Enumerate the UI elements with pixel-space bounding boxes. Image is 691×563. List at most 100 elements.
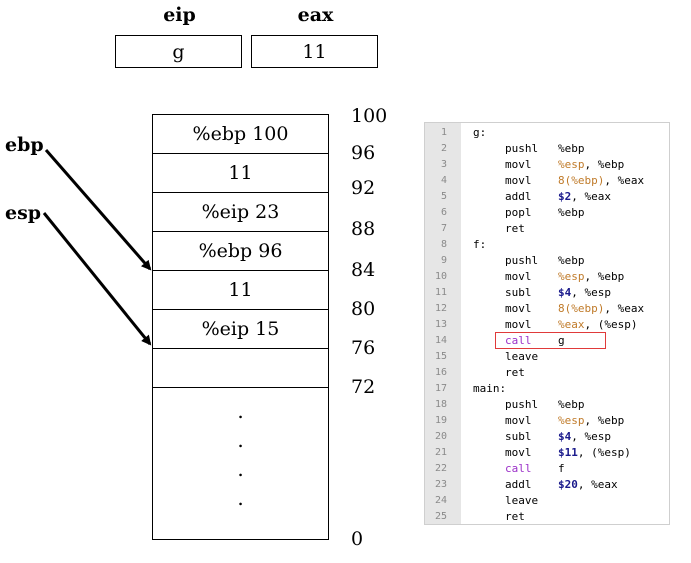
opcode: pushl <box>505 254 539 267</box>
line-number: 20 <box>434 431 447 442</box>
operand: , %eax <box>604 302 645 315</box>
code-instruction: subl $4, %esp <box>505 285 611 301</box>
eip-label: eip <box>163 4 196 26</box>
code-label: f: <box>473 238 487 251</box>
operand: , (%esp) <box>577 446 631 459</box>
code-instruction: addl $2, %eax <box>505 189 611 205</box>
operand: %ebp <box>558 398 585 411</box>
code-line: 9 pushl %ebp <box>425 253 669 269</box>
line-number: 10 <box>434 271 447 282</box>
address-label: 92 <box>351 177 376 199</box>
code-line: 21 movl $11, (%esp) <box>425 445 669 461</box>
code-instruction: movl 8(%ebp), %eax <box>505 301 644 317</box>
operand: , %ebp <box>584 414 625 427</box>
code-label: g: <box>473 126 487 139</box>
address-label: 100 <box>351 105 388 127</box>
stack-cell <box>153 349 328 388</box>
code-instruction: ret <box>505 221 525 237</box>
code-instruction: addl $20, %eax <box>505 477 618 493</box>
line-number: 13 <box>434 319 447 330</box>
code-line: 25 ret <box>425 509 669 525</box>
address-label: 72 <box>351 376 376 398</box>
operand: $20 <box>558 478 578 491</box>
line-number: 7 <box>440 223 447 234</box>
opcode: movl <box>505 174 532 187</box>
line-number: 6 <box>440 207 447 218</box>
operand: %ebp <box>558 206 585 219</box>
code-instruction: pushl %ebp <box>505 397 585 413</box>
line-number: 22 <box>434 463 447 474</box>
opcode: ret <box>505 222 525 235</box>
operand: %ebp <box>558 142 585 155</box>
code-instruction: movl $11, (%esp) <box>505 445 631 461</box>
code-line: 1 g: <box>425 125 669 141</box>
operand: %esp <box>558 158 585 171</box>
address-label: 0 <box>351 528 364 550</box>
line-number: 17 <box>434 383 447 394</box>
operand: $4 <box>558 430 572 443</box>
code-instruction: movl %esp, %ebp <box>505 157 624 173</box>
operand: (%ebp) <box>564 174 605 187</box>
line-number: 9 <box>440 255 447 266</box>
code-instruction: movl %eax, (%esp) <box>505 317 637 333</box>
ellipsis-dot: . <box>237 399 244 423</box>
opcode: movl <box>505 446 532 459</box>
code-instruction: popl %ebp <box>505 205 585 221</box>
code-line: 12 movl 8(%ebp), %eax <box>425 301 669 317</box>
operand: $11 <box>558 446 578 459</box>
operand: %esp <box>558 270 585 283</box>
code-line: 8 f: <box>425 237 669 253</box>
code-instruction: movl %esp, %ebp <box>505 269 624 285</box>
code-line: 13 movl %eax, (%esp) <box>425 317 669 333</box>
ebp-arrow <box>44 149 152 271</box>
opcode: movl <box>505 270 532 283</box>
ellipsis-dot: . <box>237 486 244 510</box>
line-number: 16 <box>434 367 447 378</box>
code-line: 10 movl %esp, %ebp <box>425 269 669 285</box>
code-instruction: ret <box>505 509 525 525</box>
code-line: 3 movl %esp, %ebp <box>425 157 669 173</box>
ellipsis-dot: . <box>237 428 244 452</box>
operand: g <box>558 334 565 347</box>
esp-pointer-label: esp <box>5 202 42 224</box>
operand: f <box>558 462 565 475</box>
call-g-highlight-box <box>495 332 606 349</box>
stack-frame-diagram: %ebp 100 11 %eip 23 %ebp 96 11 %eip 15 .… <box>152 114 329 540</box>
line-number: 25 <box>434 511 447 522</box>
line-number: 8 <box>440 239 447 250</box>
code-line: 19 movl %esp, %ebp <box>425 413 669 429</box>
line-number: 4 <box>440 175 447 186</box>
operand: , %esp <box>571 286 611 299</box>
line-number: 12 <box>434 303 447 314</box>
line-number: 19 <box>434 415 447 426</box>
code-instruction: movl %esp, %ebp <box>505 413 624 429</box>
code-instruction: ret <box>505 365 525 381</box>
address-label: 80 <box>351 298 376 320</box>
opcode: movl <box>505 414 532 427</box>
opcode: movl <box>505 302 532 315</box>
opcode: subl <box>505 286 532 299</box>
code-instruction: pushl %ebp <box>505 253 585 269</box>
stack-cell: 11 <box>153 154 328 193</box>
esp-arrow <box>42 212 152 346</box>
opcode: addl <box>505 190 532 203</box>
line-number: 2 <box>440 143 447 154</box>
line-number: 1 <box>440 127 447 138</box>
opcode: subl <box>505 430 532 443</box>
line-number: 21 <box>434 447 447 458</box>
operand: , %eax <box>577 478 618 491</box>
stack-cell: %ebp 100 <box>153 115 328 154</box>
line-number: 3 <box>440 159 447 170</box>
code-line: 7 ret <box>425 221 669 237</box>
